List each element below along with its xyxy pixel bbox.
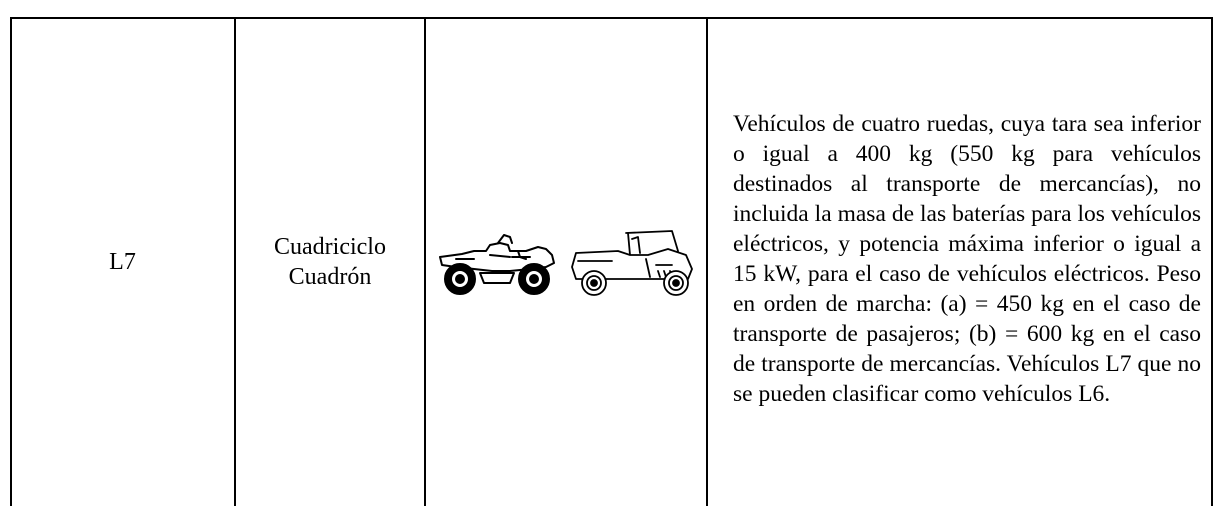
column-divider-3: [706, 17, 708, 506]
vehicle-name-1: Cuadriciclo: [274, 234, 386, 260]
description-cell: Vehículos de cuatro ruedas, cuya tara se…: [708, 18, 1213, 506]
utility-vehicle-icon: [571, 230, 693, 296]
vehicle-image-cell: [426, 18, 706, 506]
vehicle-description: Vehículos de cuatro ruedas, cuya tara se…: [733, 111, 1201, 407]
category-cell: L7: [11, 18, 234, 506]
column-divider-1: [234, 17, 236, 506]
vehicle-name-2: Cuadrón: [288, 264, 372, 290]
category-code: L7: [109, 248, 136, 275]
table-top-border: [10, 17, 1213, 19]
column-divider-2: [424, 17, 426, 506]
table-border-left: [10, 17, 12, 506]
vehicle-illustrations: [439, 230, 693, 296]
vehicle-name-cell: Cuadriciclo Cuadrón: [236, 18, 424, 506]
atv-quad-icon: [439, 234, 555, 295]
table-border-right: [1211, 17, 1213, 506]
